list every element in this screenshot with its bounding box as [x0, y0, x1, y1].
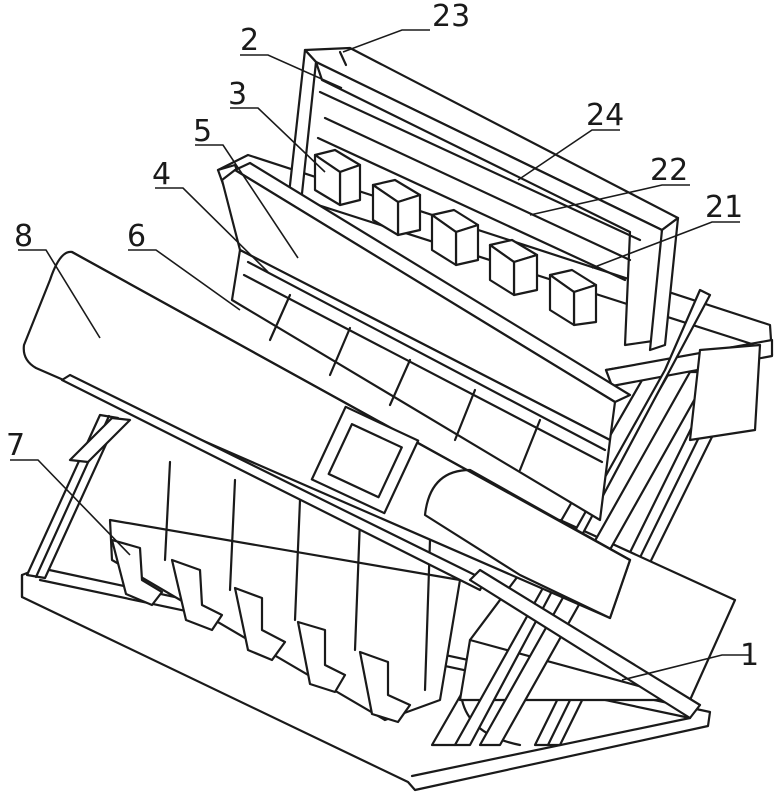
- label-21: 21: [705, 190, 743, 225]
- label-3: 3: [228, 77, 247, 112]
- label-4: 4: [152, 157, 171, 192]
- label-1: 1: [740, 638, 759, 673]
- label-24: 24: [586, 98, 624, 133]
- label-6: 6: [127, 219, 146, 254]
- label-5: 5: [193, 114, 212, 149]
- label-8: 8: [14, 219, 33, 254]
- label-23: 23: [432, 0, 470, 34]
- label-2: 2: [240, 23, 259, 58]
- label-22: 22: [650, 153, 688, 188]
- label-7: 7: [6, 428, 25, 463]
